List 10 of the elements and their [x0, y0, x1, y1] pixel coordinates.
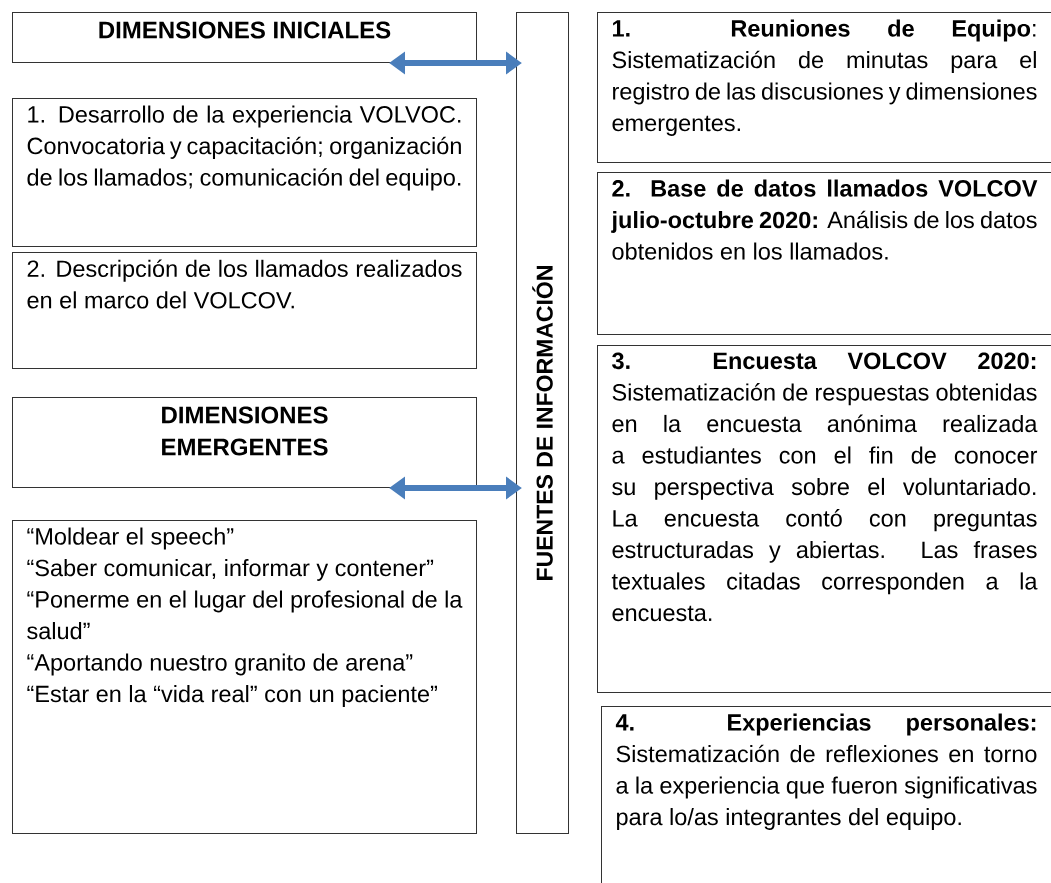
- text-box: 1. Desarrollo de la experiencia VOLVOC. Convocatoria y capacitación; organización de los llamados; comunicación del equipo.: [12, 98, 477, 247]
- text-box: 4. Experiencias personales: Sistematización de reflexiones en torno a la experiencia que fueron significativas para lo/as integrantes del equipo.: [601, 706, 1051, 883]
- text-box: 2. Descripción de los llamados realizados en el marco del VOLCOV.: [12, 252, 477, 369]
- text-box: 1. Reuniones de Equipo: Sistematización de minutas para el registro de las discusiones y dimensiones emergentes.: [597, 12, 1051, 163]
- text-box: 2. Base de datos llamados VOLCOV julio-octubre 2020: Análisis de los datos obtenidos en los llamados.: [597, 172, 1051, 335]
- text-box: “Moldear el speech” “Saber comunicar, informar y contener” “Ponerme en el lugar del profesional de la salud” “Aportando nuestro granito de arena” “Estar en la “vida real” con un paciente”: [12, 520, 477, 834]
- text-box: 3. Encuesta VOLCOV 2020: Sistematización de respuestas obtenidas en la encuesta anónima realizada a estudiantes con el fin de conocer su perspectiva sobre el voluntariado. La encuesta contó con preguntas estructuradas y abiertas. Las frases textuales citadas corresponden a la encuesta.: [597, 345, 1051, 693]
- heading-box: DIMENSIONES INICIALES: [12, 12, 477, 63]
- heading-box: DIMENSIONES EMERGENTES: [12, 397, 477, 488]
- vertical-banner: FUENTES DE INFORMACIÓN: [516, 12, 569, 834]
